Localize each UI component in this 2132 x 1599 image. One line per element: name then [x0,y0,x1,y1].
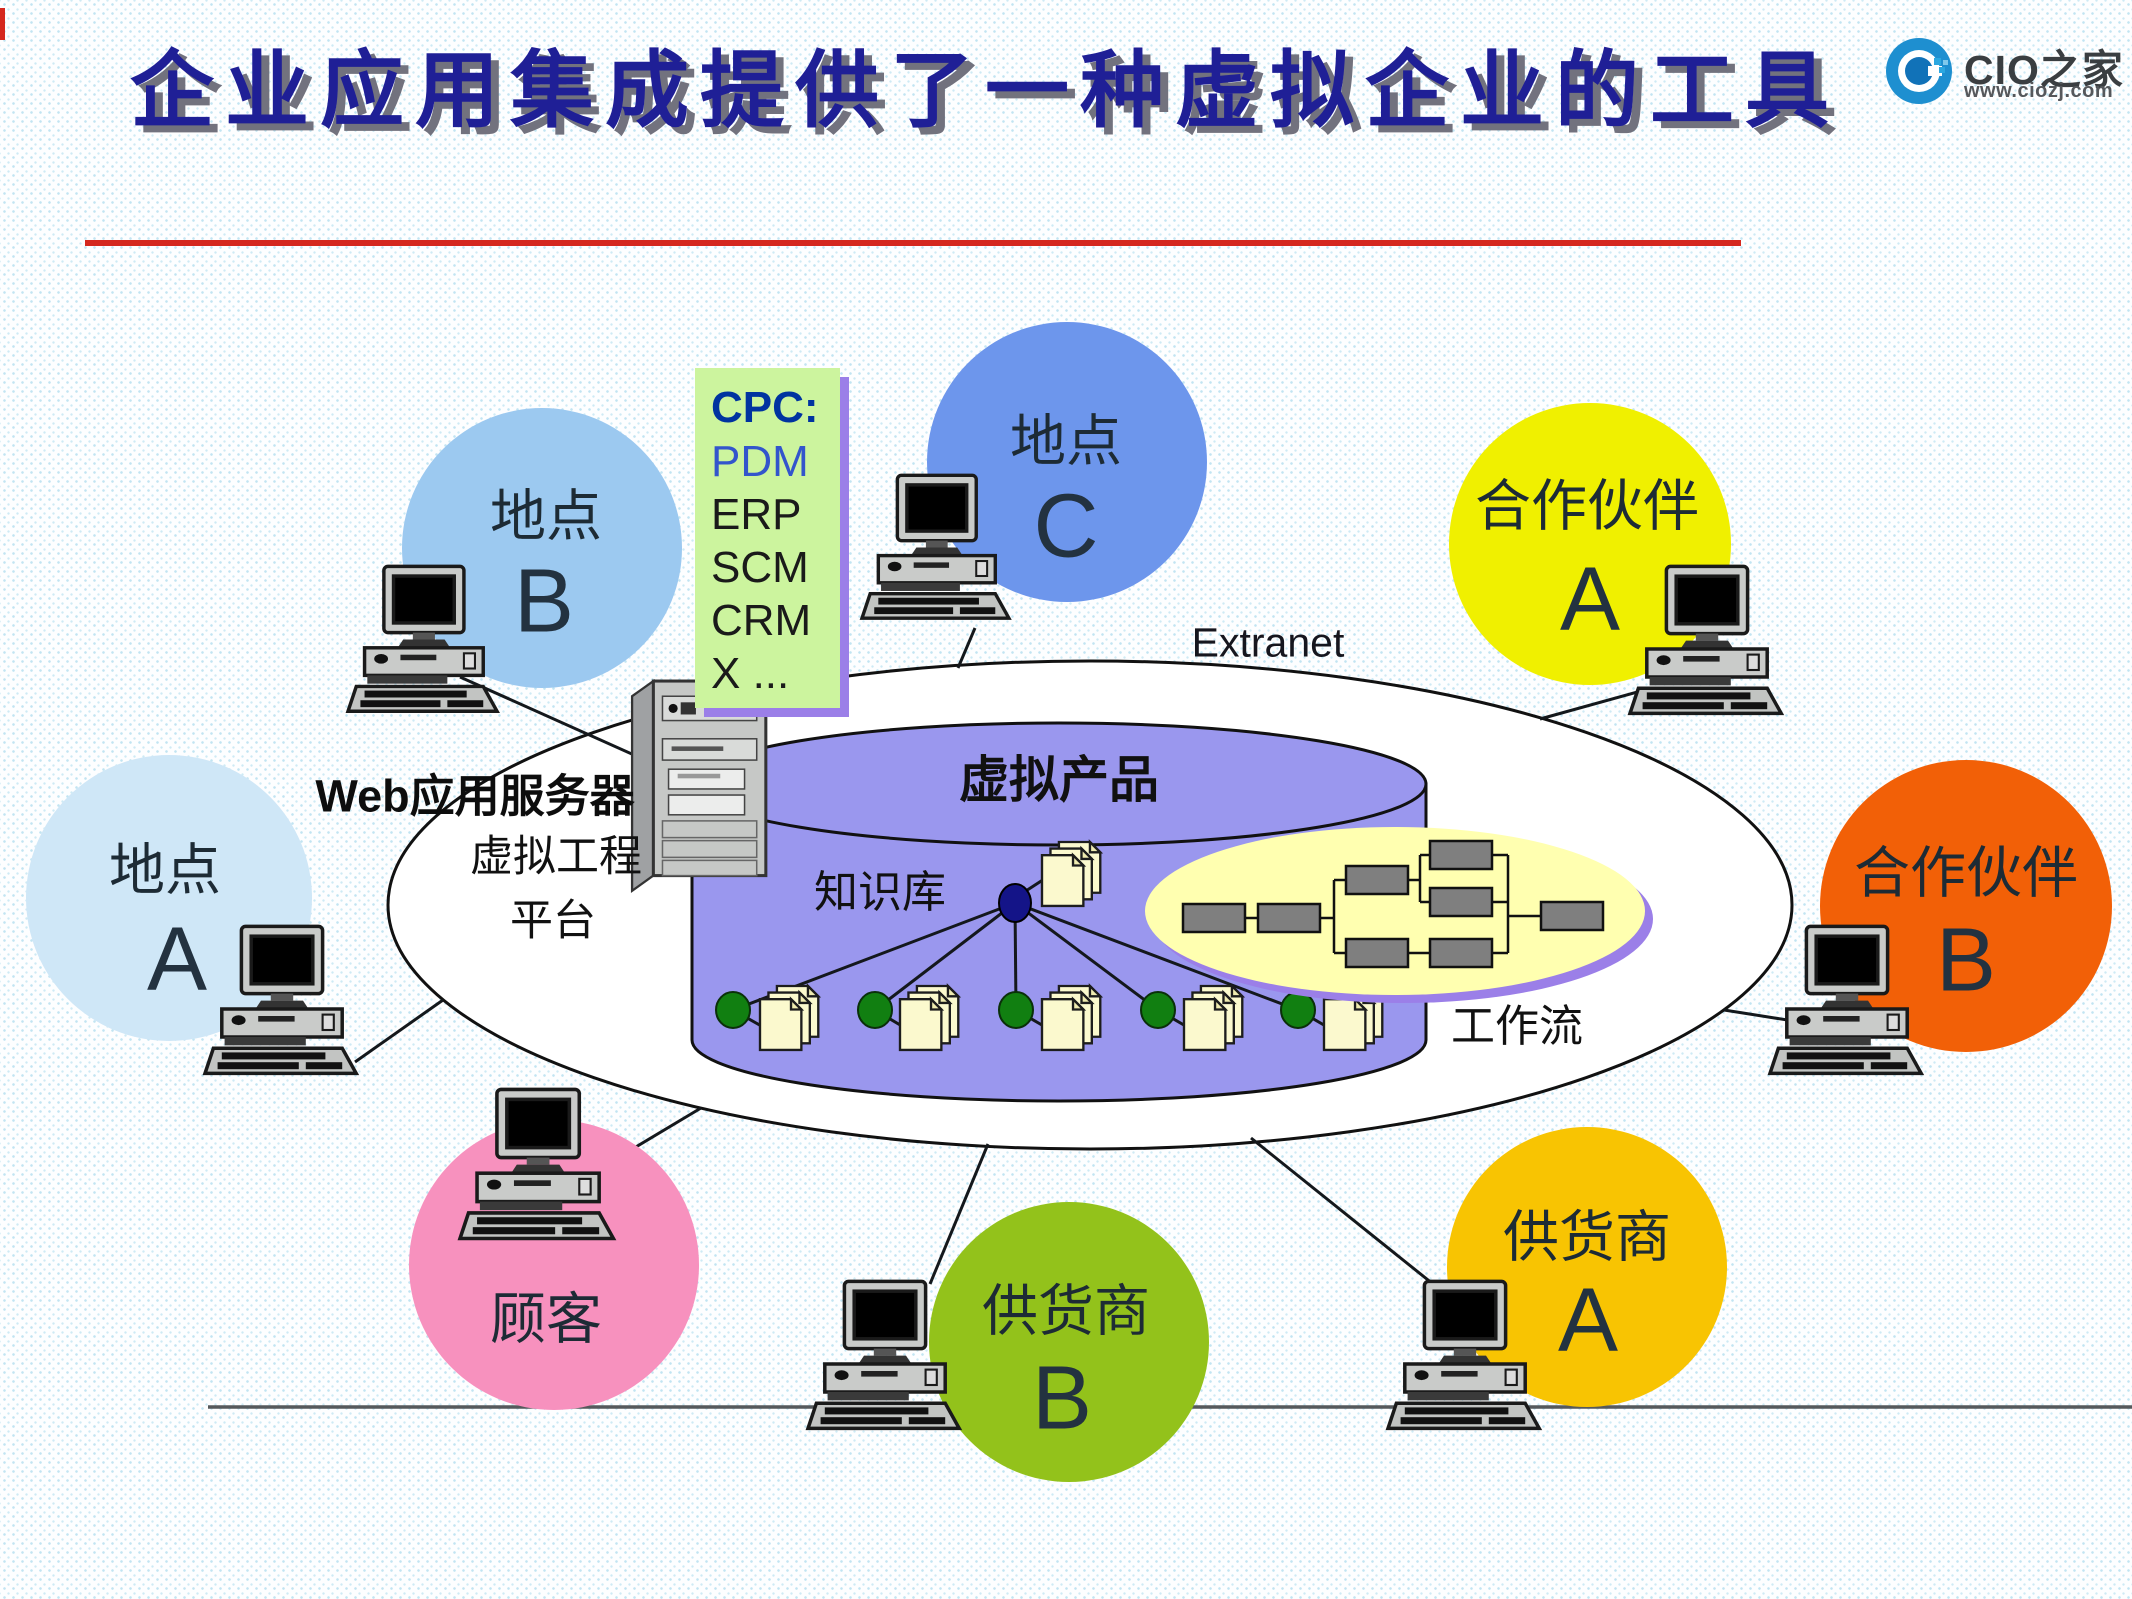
partner-a-label: 合作伙伴 [1475,476,1699,539]
cpc-item: PDM [711,437,809,486]
green-node [857,991,893,1029]
platform-label-line1: 虚拟工程 [470,834,642,881]
workflow-connectors [1245,853,1541,955]
partner-b-label: 合作伙伴 [1854,843,2078,906]
supplier-a-label: 供货商 [1503,1207,1671,1270]
circle-partner-a [1449,403,1731,685]
site-c-label: 地点 [1010,411,1122,474]
partner-b-letter: B [1935,910,1997,1011]
supplier-b-letter: B [1031,1348,1093,1449]
connection-line [1250,1136,1439,1290]
root-node [998,883,1032,923]
document-stack-icon [758,984,820,1052]
green-node [1140,991,1176,1029]
supplier-a-letter: A [1557,1270,1619,1371]
knowledge-tree [715,840,1384,1052]
document-stack-icon [1040,984,1102,1052]
circle-site-b [402,408,682,688]
customer-label: 顾客 [490,1289,602,1352]
slide-edge-mark [0,8,5,40]
cpc-item: CRM [711,596,812,645]
workflow-box [1344,864,1410,896]
green-node [1280,991,1316,1029]
connection-line [1539,686,1653,721]
brand-logo: CIO之家 www.ciozj.com [1884,28,2124,108]
partner-a-letter: A [1559,549,1621,650]
connection-line [928,1143,990,1285]
title-underline [85,240,1741,246]
cpc-item: ERP [711,490,802,539]
platform-label-line2: 平台 [510,898,596,945]
brand-name: CIO之家 [1964,47,2124,93]
connection-line [354,998,444,1064]
workflow-box [1181,902,1247,934]
page-title: 企业应用集成提供了一种虚拟企业的工具 [129,43,1841,138]
workflow-box [1344,937,1410,969]
green-node [998,991,1034,1029]
site-b-label: 地点 [490,486,602,549]
brand-url: www.ciozj.com [1964,80,2114,102]
document-stack-icon [1040,840,1102,908]
cpc-heading: CPC: [711,383,819,432]
cpc-item: SCM [711,543,809,592]
site-a-label: 地点 [109,840,221,903]
circle-supplier-b [929,1202,1209,1482]
web-server-label: Web应用服务器 [315,770,635,822]
document-stack-icon [1182,984,1244,1052]
green-node [715,991,751,1029]
workflow-box [1539,900,1605,932]
cpc-panel: CPC: PDM ERP SCM CRM X ... [695,368,840,708]
site-a-letter: A [146,909,208,1010]
extranet-label: Extranet [1191,619,1345,666]
workflow-label: 工作流 [1451,1002,1583,1051]
workflow-ellipse-group [1145,827,1653,1003]
cpc-item: X ... [711,649,790,698]
cylinder-title: 虚拟产品 [959,752,1159,808]
circle-customer [409,1120,699,1410]
knowledge-base-label: 知识库 [814,868,946,917]
workflow-box [1256,902,1322,934]
workflow-ellipse [1145,827,1645,995]
document-stack-icon [898,984,960,1052]
server-tower-icon [630,679,768,893]
workflow-box [1428,839,1494,871]
circle-site-c [927,322,1207,602]
site-b-letter: B [513,551,575,652]
site-c-letter: C [1033,476,1099,577]
brand-icon [1886,38,1952,104]
workflow-boxes [1181,839,1605,969]
circle-partner-b [1820,760,2112,1052]
circle-supplier-a [1447,1127,1727,1407]
workflow-box [1428,937,1494,969]
supplier-b-label: 供货商 [982,1281,1150,1344]
workflow-box [1428,886,1494,918]
connection-line [956,627,977,669]
